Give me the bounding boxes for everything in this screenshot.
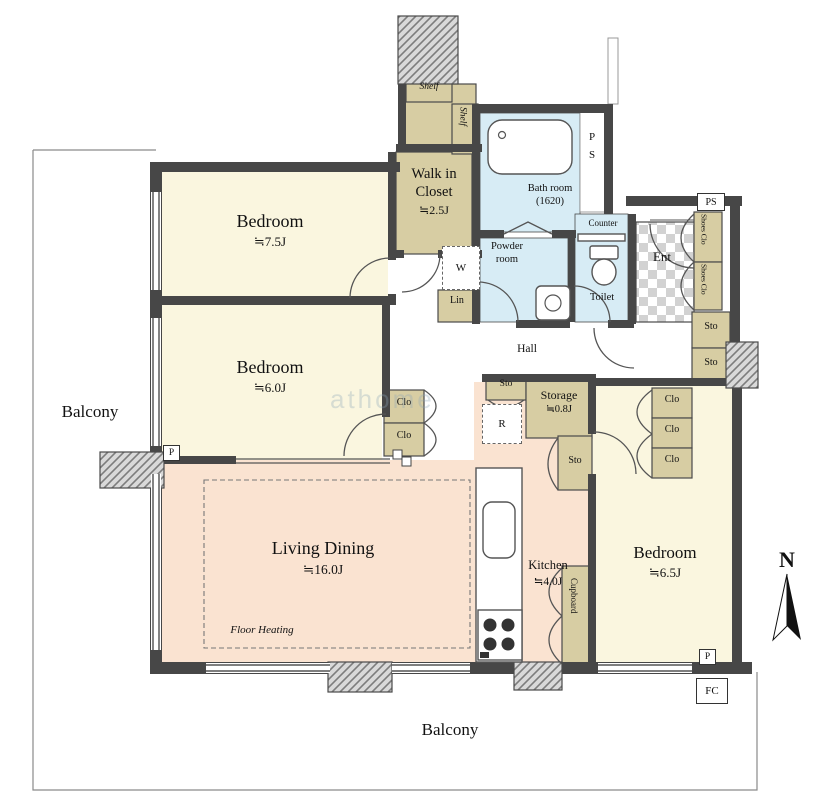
wic-line1-label: Walk in xyxy=(411,166,457,182)
toilet-bowl-icon xyxy=(591,258,617,286)
bath-line2-label: (1620) xyxy=(536,196,564,207)
fc-badge: FC xyxy=(696,678,728,704)
shelf-side-label: Shelf xyxy=(457,107,468,126)
compass-icon xyxy=(772,573,801,642)
wic-size-label: ≒2.5J xyxy=(419,203,449,217)
powder-line2-label: room xyxy=(495,254,519,265)
balcony-left-label: Balcony xyxy=(61,402,119,421)
clo-b1-label: Clo xyxy=(664,394,680,405)
linen-box xyxy=(437,289,477,323)
linen-label: Lin xyxy=(450,295,464,306)
storage-size-label: ≒0.8J xyxy=(545,404,573,415)
wic-line2-label: Closet xyxy=(415,184,453,200)
fc-badge-label: FC xyxy=(705,685,719,697)
pipe-shaft xyxy=(579,111,606,213)
bedroom2-size-label: ≒6.0J xyxy=(253,380,287,395)
bedroom1-name-label: Bedroom xyxy=(236,211,304,231)
clo-b3-box xyxy=(651,447,693,479)
toilet-label: Toilet xyxy=(589,292,615,303)
storage-box xyxy=(525,379,593,439)
clo-a2-box xyxy=(383,422,425,457)
sto-right-1-box xyxy=(691,311,731,349)
living-size-label: ≒16.0J xyxy=(302,562,344,577)
sliding-partition xyxy=(236,449,412,467)
ps-shaft-s-label: S xyxy=(588,149,596,161)
clo-b2-label: Clo xyxy=(664,424,680,435)
cupboard-label: Cupboard xyxy=(569,578,580,614)
bedroom2-floor xyxy=(162,305,382,460)
ps-badge-label: PS xyxy=(705,196,717,208)
cupboard-box xyxy=(561,565,593,665)
powder-line1-label: Powder xyxy=(490,241,524,252)
storage-name-label: Storage xyxy=(540,388,578,402)
bedroom1-size-label: ≒7.5J xyxy=(253,234,287,249)
sto-kitchen-box xyxy=(557,435,593,491)
p-badge-left: P xyxy=(163,445,180,461)
shoes-clo-2-label: Shoes Clo xyxy=(699,264,709,295)
shelf-top-label: Shelf xyxy=(419,82,439,92)
sto-right-2-label: Sto xyxy=(704,357,718,368)
counter-label: Counter xyxy=(588,218,618,228)
ps-badge: PS xyxy=(697,193,725,211)
bedroom2-name-label: Bedroom xyxy=(236,357,304,377)
windows xyxy=(151,192,692,673)
p-badge-left-label: P xyxy=(168,448,175,458)
p-badge-right-label: P xyxy=(704,652,711,662)
balcony-bottom-label: Balcony xyxy=(421,720,479,739)
bedroom3-name-label: Bedroom xyxy=(633,543,697,562)
clo-a1-label: Clo xyxy=(396,397,412,408)
living-name-label: Living Dining xyxy=(271,538,375,558)
toilet-tank-icon xyxy=(589,245,619,260)
watermark: athome xyxy=(330,384,435,414)
balcony-outline xyxy=(32,37,758,791)
counter-icon xyxy=(577,233,626,242)
bath-line1-label: Bath room xyxy=(527,183,573,194)
ps-shaft-p-label: P xyxy=(588,131,596,143)
fridge-box: R xyxy=(482,404,522,444)
fixture-icons xyxy=(475,119,626,663)
shoes-clo-1-label: Shoes Clo xyxy=(699,214,709,245)
sto-right-1-label: Sto xyxy=(704,321,718,332)
bedroom3-size-label: ≒6.5J xyxy=(648,565,682,580)
clo-b1-box xyxy=(651,387,693,419)
hall-label: Hall xyxy=(517,343,537,355)
kitchen-sink-icon xyxy=(482,501,516,559)
washer-box: W xyxy=(442,246,480,290)
kitchen-name-label: Kitchen xyxy=(528,558,568,572)
washer-label: W xyxy=(455,262,467,274)
bedroom1-floor xyxy=(162,172,388,304)
stove-icon xyxy=(477,609,523,661)
north-label: N xyxy=(779,547,795,572)
entrance-label: Ent xyxy=(652,249,672,264)
washbasin-icon xyxy=(535,285,571,321)
door-arcs xyxy=(343,213,695,665)
fridge-label: R xyxy=(498,418,506,430)
hatched-columns xyxy=(99,15,759,693)
floor-heating-label: Floor Heating xyxy=(230,624,294,636)
shoes-clo-2-box xyxy=(693,261,723,311)
kitchen-size-label: ≒4.0J xyxy=(533,576,563,588)
entrance-floor xyxy=(635,221,695,323)
p-badge-right: P xyxy=(699,649,716,665)
clo-a2-label: Clo xyxy=(396,430,412,441)
clo-b3-label: Clo xyxy=(664,454,680,465)
bathtub-icon xyxy=(487,119,573,175)
sto-hall-label: Sto xyxy=(499,379,513,389)
sto-kitchen-label: Sto xyxy=(568,455,582,466)
